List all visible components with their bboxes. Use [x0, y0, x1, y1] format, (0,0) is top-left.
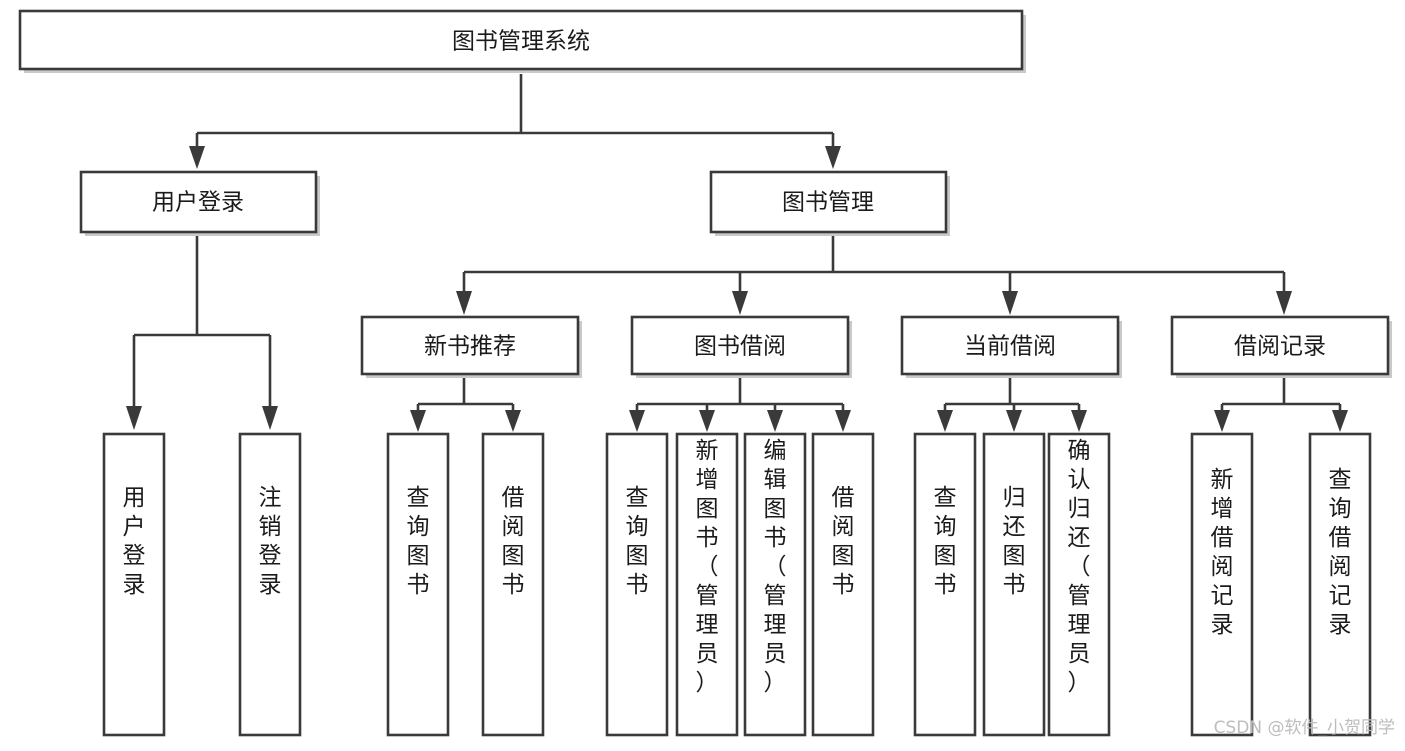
node-new-book-recommend[interactable]: 新书推荐 — [360, 315, 582, 378]
node-leaf-query-book-1[interactable]: 查询图书 — [386, 432, 450, 737]
node-book-management-box[interactable] — [709, 170, 948, 234]
node-leaf-confirm-return-label: 确认归还（管理员） — [1068, 438, 1091, 696]
node-root[interactable]: 图书管理系统 — [18, 9, 1026, 73]
node-leaf-edit-book[interactable]: 编辑图书（管理员） — [743, 432, 807, 737]
node-leaf-user-login-box[interactable] — [102, 432, 166, 737]
node-root-box[interactable] — [18, 9, 1024, 71]
arrow-head-leaf-query-record — [1332, 410, 1348, 432]
connector-group-borrow-record — [1214, 375, 1348, 432]
node-new-book-recommend-box[interactable] — [360, 315, 580, 376]
node-leaf-user-logout-label: 注销登录 — [259, 485, 282, 598]
node-user-login-box[interactable] — [79, 170, 318, 234]
node-leaf-edit-book-label: 编辑图书（管理员） — [764, 438, 787, 696]
connector-group-new-book-recommend — [410, 375, 521, 432]
node-leaf-return-book[interactable]: 归还图书 — [982, 432, 1046, 737]
arrow-head-current-borrow — [1002, 291, 1018, 315]
connector-group-book-management — [456, 232, 1292, 315]
arrow-head-borrow-record — [1276, 291, 1292, 315]
node-leaf-borrow-book-2-box[interactable] — [811, 432, 875, 737]
node-leaf-confirm-return-box[interactable] — [1047, 432, 1111, 737]
node-root-label: 图书管理系统 — [452, 29, 590, 55]
node-leaf-add-book[interactable]: 新增图书（管理员） — [675, 432, 739, 737]
node-leaf-add-record[interactable]: 新增借阅记录 — [1190, 432, 1254, 737]
node-leaf-user-logout[interactable]: 注销登录 — [238, 432, 302, 737]
node-leaf-add-book-box[interactable] — [675, 432, 739, 737]
node-leaf-user-login-label: 用户登录 — [123, 485, 146, 598]
node-book-management-label: 图书管理 — [782, 190, 874, 216]
node-leaf-edit-book-box[interactable] — [743, 432, 807, 737]
arrow-head-leaf-add-book — [699, 410, 715, 432]
arrow-head-leaf-borrow-book-1 — [505, 410, 521, 432]
node-current-borrow-box[interactable] — [900, 315, 1120, 376]
node-borrow-record[interactable]: 借阅记录 — [1170, 315, 1392, 378]
node-new-book-recommend-label: 新书推荐 — [424, 334, 516, 360]
arrow-head-leaf-edit-book — [767, 410, 783, 432]
node-leaf-query-book-1-label: 查询图书 — [407, 485, 430, 598]
node-leaf-query-book-3-box[interactable] — [913, 432, 977, 737]
node-user-login-label: 用户登录 — [152, 190, 244, 216]
arrow-head-leaf-query-book-3 — [937, 410, 953, 432]
node-current-borrow-label: 当前借阅 — [964, 334, 1056, 360]
node-current-borrow[interactable]: 当前借阅 — [900, 315, 1122, 378]
arrow-head-leaf-add-record — [1214, 410, 1230, 432]
node-leaf-user-login[interactable]: 用户登录 — [102, 432, 166, 737]
node-leaf-query-book-2-label: 查询图书 — [626, 485, 649, 598]
csdn-watermark: CSDN @软件_小贺同学 — [1214, 718, 1395, 738]
node-leaf-query-record-label: 查询借阅记录 — [1329, 467, 1352, 638]
node-borrow-record-box[interactable] — [1170, 315, 1390, 376]
arrow-head-leaf-return-book — [1006, 410, 1022, 432]
node-leaf-user-logout-box[interactable] — [238, 432, 302, 737]
node-leaf-query-book-3[interactable]: 查询图书 — [913, 432, 977, 737]
node-leaf-add-book-label: 新增图书（管理员） — [696, 438, 719, 696]
arrow-head-leaf-user-logout — [262, 406, 278, 430]
node-leaf-borrow-book-1-box[interactable] — [481, 432, 545, 737]
node-leaf-add-record-box[interactable] — [1190, 432, 1254, 737]
arrow-head-leaf-borrow-book-2 — [835, 410, 851, 432]
connector-group-user-login — [126, 232, 278, 430]
node-leaf-borrow-book-2[interactable]: 借阅图书 — [811, 432, 875, 737]
connector-group-current-borrow — [937, 375, 1087, 432]
arrow-head-leaf-user-login — [126, 406, 142, 430]
node-leaf-query-book-2-box[interactable] — [605, 432, 669, 737]
node-leaf-query-record[interactable]: 查询借阅记录 — [1308, 432, 1372, 737]
arrow-head-book-borrow — [732, 291, 748, 315]
arrow-head-user-login — [189, 146, 205, 169]
arrow-head-leaf-confirm-return — [1071, 410, 1087, 432]
node-leaf-borrow-book-1-label: 借阅图书 — [502, 485, 525, 598]
node-book-borrow-label: 图书借阅 — [694, 334, 786, 360]
arrow-head-leaf-query-book-2 — [629, 410, 645, 432]
arrow-head-leaf-query-book-1 — [410, 410, 426, 432]
node-leaf-query-book-3-label: 查询图书 — [934, 485, 957, 598]
node-book-management[interactable]: 图书管理 — [709, 170, 950, 236]
node-book-borrow[interactable]: 图书借阅 — [630, 315, 852, 378]
node-borrow-record-label: 借阅记录 — [1234, 334, 1326, 360]
node-leaf-query-book-1-box[interactable] — [386, 432, 450, 737]
arrow-head-new-book-recommend — [456, 291, 472, 315]
node-leaf-borrow-book-1[interactable]: 借阅图书 — [481, 432, 545, 737]
node-book-borrow-box[interactable] — [630, 315, 850, 376]
node-leaf-add-record-label: 新增借阅记录 — [1211, 467, 1234, 638]
node-leaf-borrow-book-2-label: 借阅图书 — [832, 485, 855, 598]
connector-group-book-borrow — [629, 375, 851, 432]
node-user-login[interactable]: 用户登录 — [79, 170, 320, 236]
connector-group-root — [189, 74, 841, 169]
node-leaf-query-book-2[interactable]: 查询图书 — [605, 432, 669, 737]
node-leaf-confirm-return[interactable]: 确认归还（管理员） — [1047, 432, 1111, 737]
node-leaf-return-book-box[interactable] — [982, 432, 1046, 737]
node-leaf-query-record-box[interactable] — [1308, 432, 1372, 737]
node-leaf-return-book-label: 归还图书 — [1003, 485, 1026, 598]
arrow-head-book-management — [825, 146, 841, 169]
